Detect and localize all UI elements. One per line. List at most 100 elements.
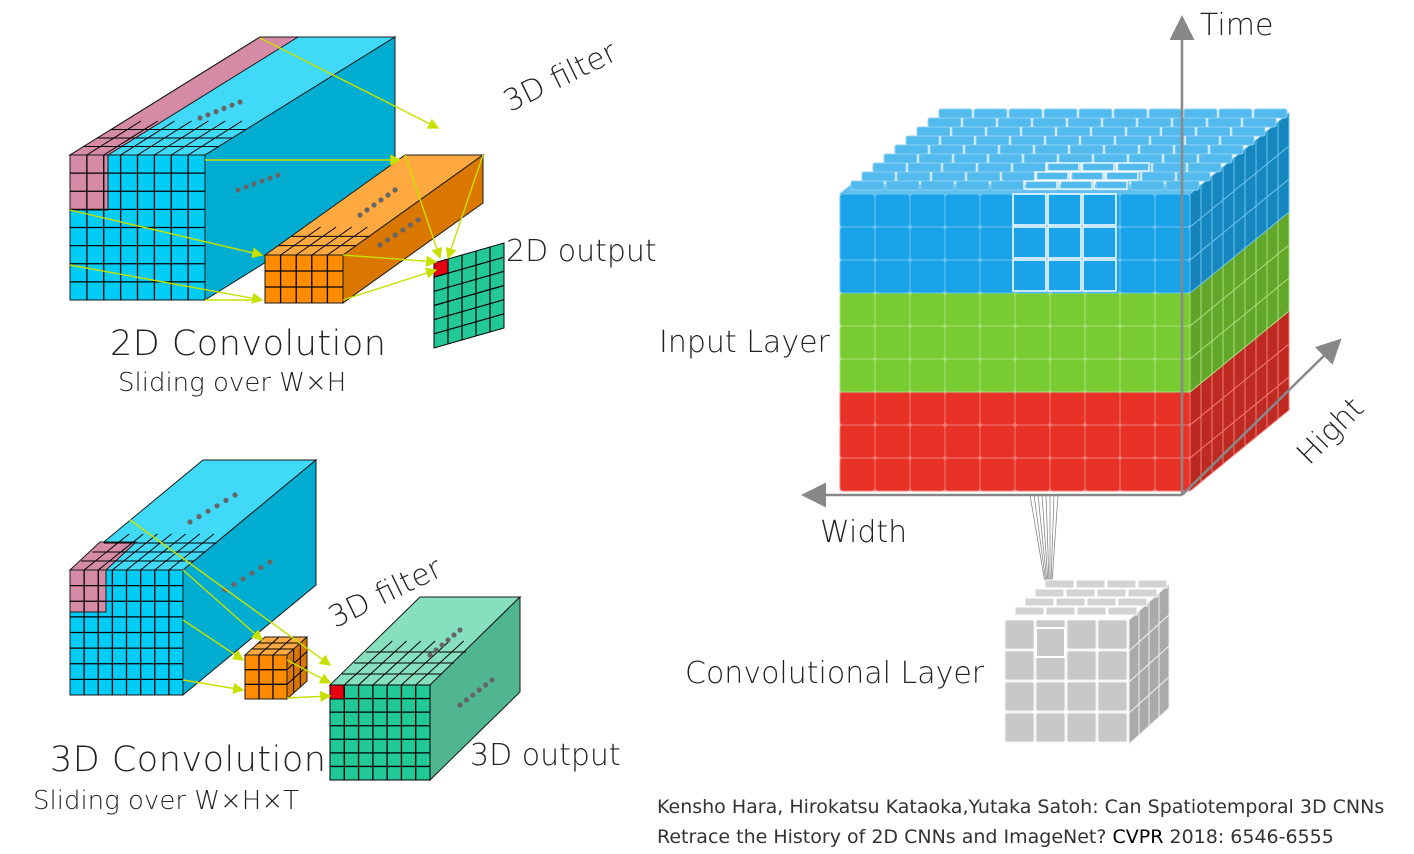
conv-top-cell <box>1076 606 1107 616</box>
green-layer-cube-front <box>979 292 1016 327</box>
blue-top-cube <box>907 162 942 173</box>
blue-top-cube <box>1001 171 1036 182</box>
input-2d-dot <box>229 102 235 108</box>
output-3d-active-cell <box>329 684 345 700</box>
output-3d-dot <box>433 647 439 653</box>
blue-top-cube <box>966 171 1001 182</box>
red-layer-cube-front <box>944 391 981 426</box>
green-layer-cube-front <box>1084 358 1121 393</box>
filter-2d-topgrid-tvline <box>280 226 321 256</box>
3d-panel-output-label: 3D output <box>470 738 621 773</box>
receptive-field-cube <box>1012 226 1047 259</box>
mapping-line <box>129 519 332 666</box>
receptive-field-top <box>1115 162 1150 172</box>
conv-top-cell <box>1137 579 1168 589</box>
output-3d-dot <box>489 677 495 683</box>
conv-cube <box>1066 712 1097 743</box>
conv-top-cell <box>1075 579 1106 589</box>
blue-top-cube <box>986 126 1021 137</box>
output-3d-dot <box>470 692 476 698</box>
blue-top-cube <box>1207 117 1242 128</box>
blue-layer-cube-front <box>874 259 911 294</box>
green-layer-cube-front <box>1084 325 1121 360</box>
filter-2d-dot <box>385 237 391 243</box>
red-layer-cube-front <box>1084 457 1121 492</box>
receptive-field-top <box>1069 171 1104 181</box>
blue-top-cube <box>975 135 1010 146</box>
mapping-line <box>69 264 264 304</box>
input-2d-dot <box>251 181 257 187</box>
input-3d-dot <box>223 497 229 503</box>
blue-top-cube <box>1104 144 1139 155</box>
red-layer-cube-front <box>1154 424 1191 459</box>
receptive-field-top <box>1034 171 1069 181</box>
conv-cube <box>1097 681 1128 712</box>
blue-top-cube <box>953 153 988 164</box>
green-layer-cube-front <box>1014 358 1051 393</box>
receptive-field-cube <box>1082 226 1117 259</box>
filter-3d-sidegrid-shline <box>286 651 308 671</box>
receptive-field-cube <box>1012 259 1047 292</box>
blue-top-cube <box>964 144 999 155</box>
conv-cube <box>1066 650 1097 681</box>
output-3d-dot <box>483 682 489 688</box>
green-layer-cube-front <box>1014 292 1051 327</box>
blue-top-cube <box>1102 117 1137 128</box>
input-2d-dot <box>243 184 249 190</box>
blue-top-cube <box>1091 126 1126 137</box>
input-3d-dot <box>187 519 193 525</box>
blue-top-cube <box>1032 117 1067 128</box>
citation-line-1: Kensho Hara, Hirokatsu Kataoka,Yutaka Sa… <box>657 796 1385 818</box>
blue-top-cube <box>896 171 931 182</box>
receptive-field-top <box>1058 180 1093 190</box>
conv-top-cell <box>1096 588 1127 598</box>
input-2d-dot <box>259 178 265 184</box>
blue-top-cube <box>1137 117 1172 128</box>
receptive-field-top <box>1104 171 1139 181</box>
green-layer-cube-front <box>944 325 981 360</box>
mapping-line <box>182 619 245 661</box>
blue-top-cube <box>894 144 929 155</box>
blue-top-cube <box>1150 135 1185 146</box>
filter-2d-dot <box>371 202 377 208</box>
output-3d-dot <box>427 652 433 658</box>
blue-layer-cube-front <box>944 193 981 228</box>
conv-cube <box>1004 681 1035 712</box>
green-layer-cube-front <box>979 358 1016 393</box>
blue-layer-cube-front <box>874 193 911 228</box>
blue-top-cube <box>850 180 885 191</box>
blue-top-cube <box>940 135 975 146</box>
red-layer-cube-front <box>944 457 981 492</box>
red-layer-cube-front <box>944 424 981 459</box>
blue-top-cube <box>1196 126 1231 137</box>
filter-2d-dot <box>407 222 413 228</box>
input-2d-pink-front <box>69 154 109 211</box>
output-3d-dot <box>457 702 463 708</box>
output-2d-hline <box>433 284 505 307</box>
conv-top-cell <box>1055 597 1086 607</box>
conv-cube <box>1004 619 1035 650</box>
green-layer-cube-front <box>1049 325 1086 360</box>
blue-top-cube <box>1209 144 1244 155</box>
blue-layer-cube-front <box>979 226 1016 261</box>
filter-2d-dot <box>378 197 384 203</box>
blue-top-cube <box>1010 135 1045 146</box>
blue-top-cube <box>1141 171 1176 182</box>
citation-pages: 2018: 6546-6555 <box>1169 826 1334 848</box>
blue-top-cube <box>1058 153 1093 164</box>
blue-top-cube <box>1242 117 1277 128</box>
2d-panel-output-label: 2D output <box>506 234 657 269</box>
conv-cube <box>1066 619 1097 650</box>
citation-line-2: Retrace the History of 2D CNNs and Image… <box>657 822 1384 852</box>
blue-layer-cube-front <box>839 193 876 228</box>
blue-top-cube <box>955 180 990 191</box>
input-3d-dot <box>240 576 246 582</box>
red-layer-cube-front <box>1084 424 1121 459</box>
blue-top-cube <box>990 180 1025 191</box>
blue-top-cube <box>861 171 896 182</box>
green-layer-cube-front <box>874 292 911 327</box>
mapping-line <box>69 209 264 259</box>
blue-top-cube <box>1161 126 1196 137</box>
mapping-line <box>342 267 438 301</box>
